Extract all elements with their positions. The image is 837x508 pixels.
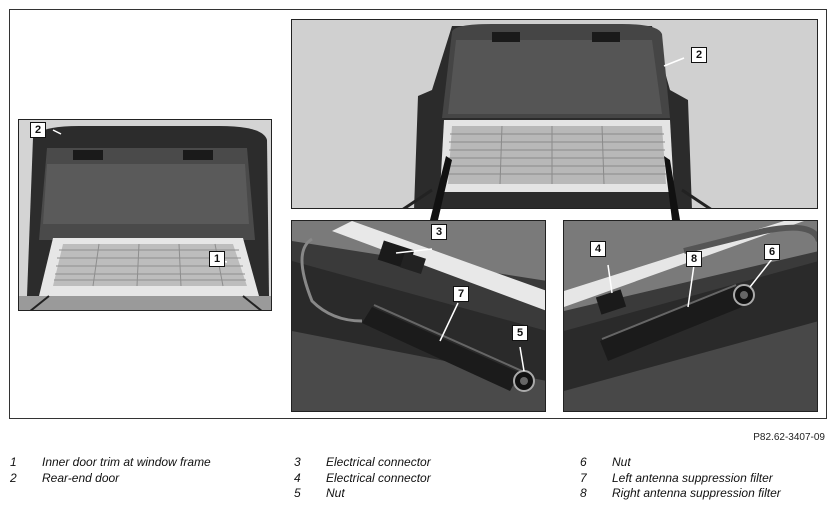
photo-detail-left-filter <box>291 220 546 412</box>
callout-1-left: 1 <box>209 251 225 267</box>
left-filter-drawing <box>292 221 545 411</box>
callout-4: 4 <box>590 241 606 257</box>
callout-8: 8 <box>686 251 702 267</box>
callout-7: 7 <box>453 286 469 302</box>
callout-3: 3 <box>431 224 447 240</box>
photo-rear-door-left <box>18 119 272 311</box>
photo-rear-door-top <box>291 19 818 209</box>
callout-5: 5 <box>512 325 528 341</box>
callout-6: 6 <box>764 244 780 260</box>
rear-door-drawing <box>19 120 271 310</box>
callout-2-left: 2 <box>30 122 46 138</box>
rear-door-window-drawing <box>292 20 817 208</box>
figure-reference-code: P82.62-3407-09 <box>753 432 825 443</box>
callout-2-top: 2 <box>691 47 707 63</box>
